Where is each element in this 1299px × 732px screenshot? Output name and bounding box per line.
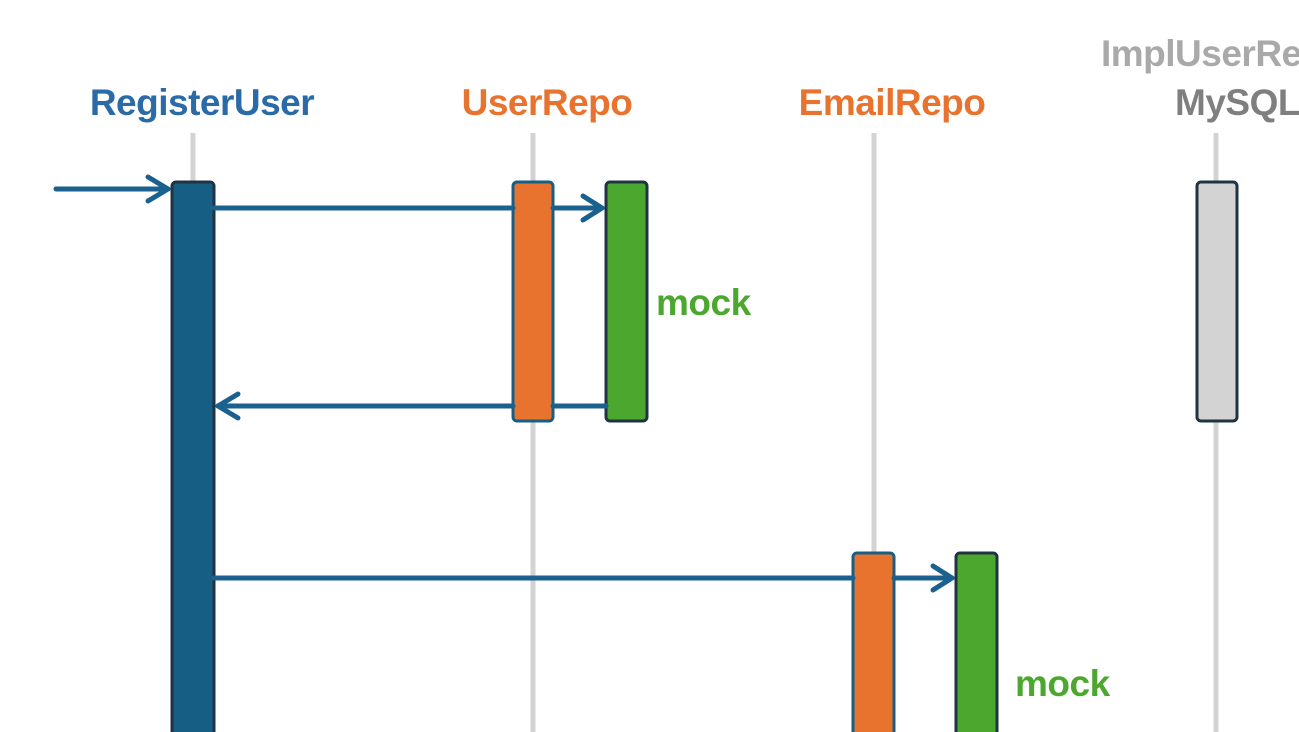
participant-user-repo-label: UserRepo: [462, 82, 633, 123]
mock-label-email-repo: mock: [1015, 663, 1111, 704]
mock-label-user-repo: mock: [656, 282, 752, 323]
call-arrow-user-repo: [211, 193, 605, 223]
activation-impl-user-repo: [1195, 180, 1239, 423]
participant-impl-user-repo-sublabel: MySQL: [1175, 82, 1299, 123]
activation-register-user: [170, 180, 216, 732]
activation-user-repo: [511, 180, 555, 423]
participant-register-user-label: RegisterUser: [90, 82, 314, 123]
activation-user-repo-mock: [604, 180, 649, 423]
activation-email-repo: [851, 551, 896, 732]
activation-email-repo-mock: [954, 551, 999, 732]
participant-email-repo-label: EmailRepo: [799, 82, 986, 123]
call-arrow-email-repo: [211, 563, 955, 593]
return-arrow-user-repo: [215, 391, 609, 421]
participant-impl-user-repo-label: ImplUserRe: [1101, 33, 1299, 74]
incoming-call-arrow: [53, 174, 171, 204]
